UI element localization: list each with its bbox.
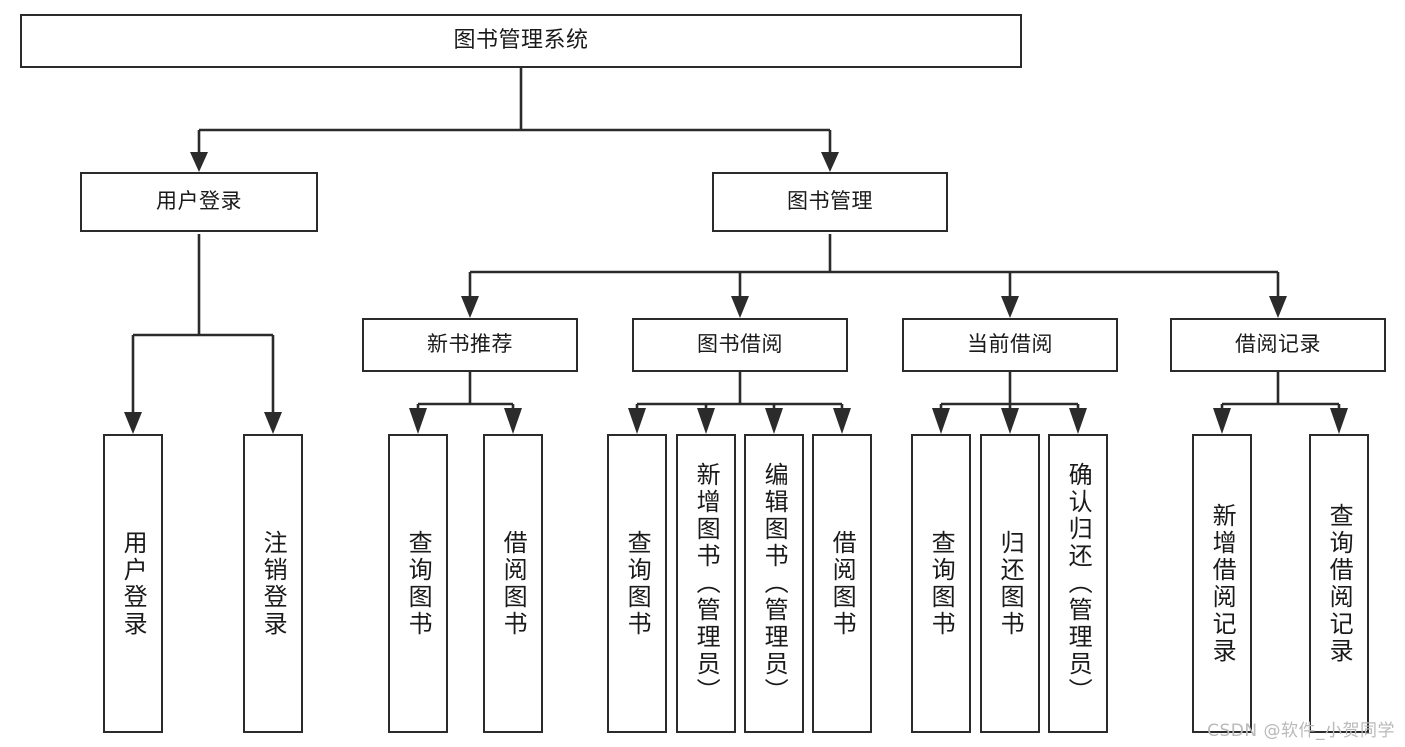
- arrow-leaf-query-book-1: [409, 408, 427, 434]
- node-label: 查询图书: [623, 529, 652, 638]
- arrow-leaf-add-record: [1213, 408, 1231, 434]
- node-label: 图书管理: [787, 189, 873, 214]
- node-label: 借阅图书: [499, 529, 528, 638]
- node-label: 确认归还（管理员）: [1064, 462, 1093, 705]
- arrow-leaf-query-book-3: [932, 408, 950, 434]
- leaf-add-book[interactable]: 新增图书（管理员）: [676, 434, 736, 733]
- csdn-watermark: CSDN @软件_小贺同学: [1207, 721, 1395, 741]
- node-book-borrow[interactable]: 图书借阅: [632, 318, 848, 372]
- leaf-query-book-recommend[interactable]: 查询图书: [388, 434, 448, 733]
- node-user-login[interactable]: 用户登录: [80, 172, 318, 232]
- arrow-leaf-query-book-2: [628, 408, 646, 434]
- node-label: 新书推荐: [427, 332, 513, 357]
- arrow-leaf-edit-book: [765, 408, 783, 434]
- node-label: 借阅记录: [1235, 332, 1321, 357]
- node-label: 查询图书: [927, 529, 956, 638]
- node-label: 查询借阅记录: [1325, 502, 1354, 665]
- leaf-user-login[interactable]: 用户登录: [103, 434, 163, 733]
- leaf-confirm-return[interactable]: 确认归还（管理员）: [1048, 434, 1108, 733]
- node-label: 图书借阅: [697, 332, 783, 357]
- leaf-borrow-book-recommend[interactable]: 借阅图书: [483, 434, 543, 733]
- arrow-borrow-record: [1269, 296, 1287, 318]
- leaf-edit-book[interactable]: 编辑图书（管理员）: [744, 434, 804, 733]
- leaf-return-book[interactable]: 归还图书: [980, 434, 1040, 733]
- node-borrow-record[interactable]: 借阅记录: [1170, 318, 1386, 372]
- node-label: 注销登录: [259, 529, 288, 638]
- leaf-query-book-current[interactable]: 查询图书: [911, 434, 971, 733]
- arrow-current-borrow: [1001, 296, 1019, 318]
- node-book-manage[interactable]: 图书管理: [712, 172, 948, 232]
- arrow-book-manage: [821, 152, 839, 172]
- leaf-user-logout[interactable]: 注销登录: [243, 434, 303, 733]
- node-current-borrow[interactable]: 当前借阅: [902, 318, 1118, 372]
- node-root-book-management-system[interactable]: 图书管理系统: [20, 14, 1022, 68]
- arrow-leaf-user-login: [124, 412, 142, 434]
- arrow-leaf-borrow-book-2: [833, 408, 851, 434]
- node-label: 用户登录: [119, 529, 148, 638]
- node-label: 借阅图书: [828, 529, 857, 638]
- node-label: 新增借阅记录: [1208, 502, 1237, 665]
- arrow-leaf-borrow-book-1: [504, 408, 522, 434]
- node-label: 新增图书（管理员）: [692, 462, 721, 705]
- node-label: 编辑图书（管理员）: [760, 462, 789, 705]
- node-label: 图书管理系统: [453, 27, 589, 53]
- arrow-leaf-return-book: [1001, 408, 1019, 434]
- node-label: 归还图书: [996, 529, 1025, 638]
- node-new-book-recommend[interactable]: 新书推荐: [362, 318, 578, 372]
- node-label: 查询图书: [404, 529, 433, 638]
- arrow-leaf-add-book: [697, 408, 715, 434]
- leaf-query-borrow-record[interactable]: 查询借阅记录: [1309, 434, 1369, 733]
- arrow-new-book: [461, 296, 479, 318]
- leaf-query-book-borrow[interactable]: 查询图书: [607, 434, 667, 733]
- arrow-book-borrow: [731, 296, 749, 318]
- leaf-borrow-book[interactable]: 借阅图书: [812, 434, 872, 733]
- arrow-leaf-user-logout: [264, 412, 282, 434]
- leaf-add-borrow-record[interactable]: 新增借阅记录: [1192, 434, 1252, 733]
- arrow-user-login: [190, 152, 208, 172]
- node-label: 当前借阅: [967, 332, 1053, 357]
- arrow-leaf-query-record: [1330, 408, 1348, 434]
- node-label: 用户登录: [156, 189, 242, 214]
- arrow-leaf-confirm-return: [1069, 408, 1087, 434]
